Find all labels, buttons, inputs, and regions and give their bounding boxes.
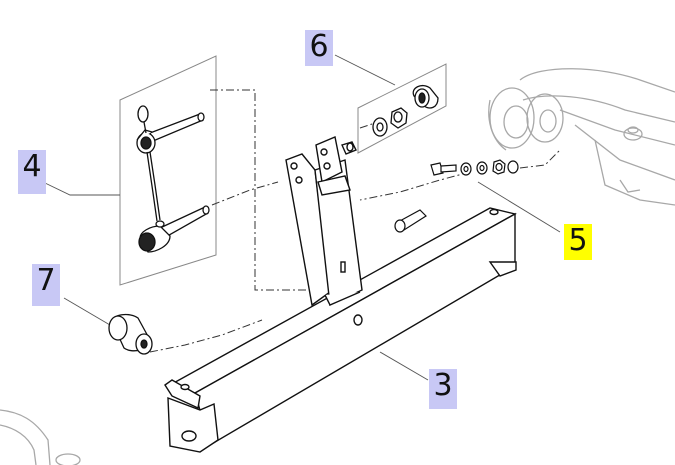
ghost-bottom-arm [0, 409, 81, 465]
leader-lines [44, 54, 561, 381]
assembly-lines [149, 89, 561, 353]
callout-3-label: 3 [433, 368, 453, 403]
callout-7[interactable]: 7 [32, 264, 60, 306]
callout-5-label: 5 [568, 223, 588, 258]
callout-6-label: 6 [309, 29, 329, 64]
callout-7-label: 7 [36, 263, 56, 298]
callout-5[interactable]: 5 [564, 224, 592, 260]
callout-4-label: 4 [22, 149, 42, 184]
callout-3[interactable]: 3 [429, 369, 457, 409]
pin-panel [119, 55, 217, 286]
frame-part-3 [164, 136, 517, 453]
pin-assembly-part-4 [136, 105, 210, 253]
callout-6[interactable]: 6 [305, 30, 333, 66]
short-pin [394, 209, 427, 233]
bolt-set-part-5 [430, 159, 519, 176]
nut-washer-part-6 [372, 84, 439, 137]
nut-panel [357, 63, 447, 154]
ghost-lift-arm [488, 68, 675, 206]
callout-4[interactable]: 4 [18, 150, 46, 194]
bushing-part-7 [108, 313, 153, 355]
